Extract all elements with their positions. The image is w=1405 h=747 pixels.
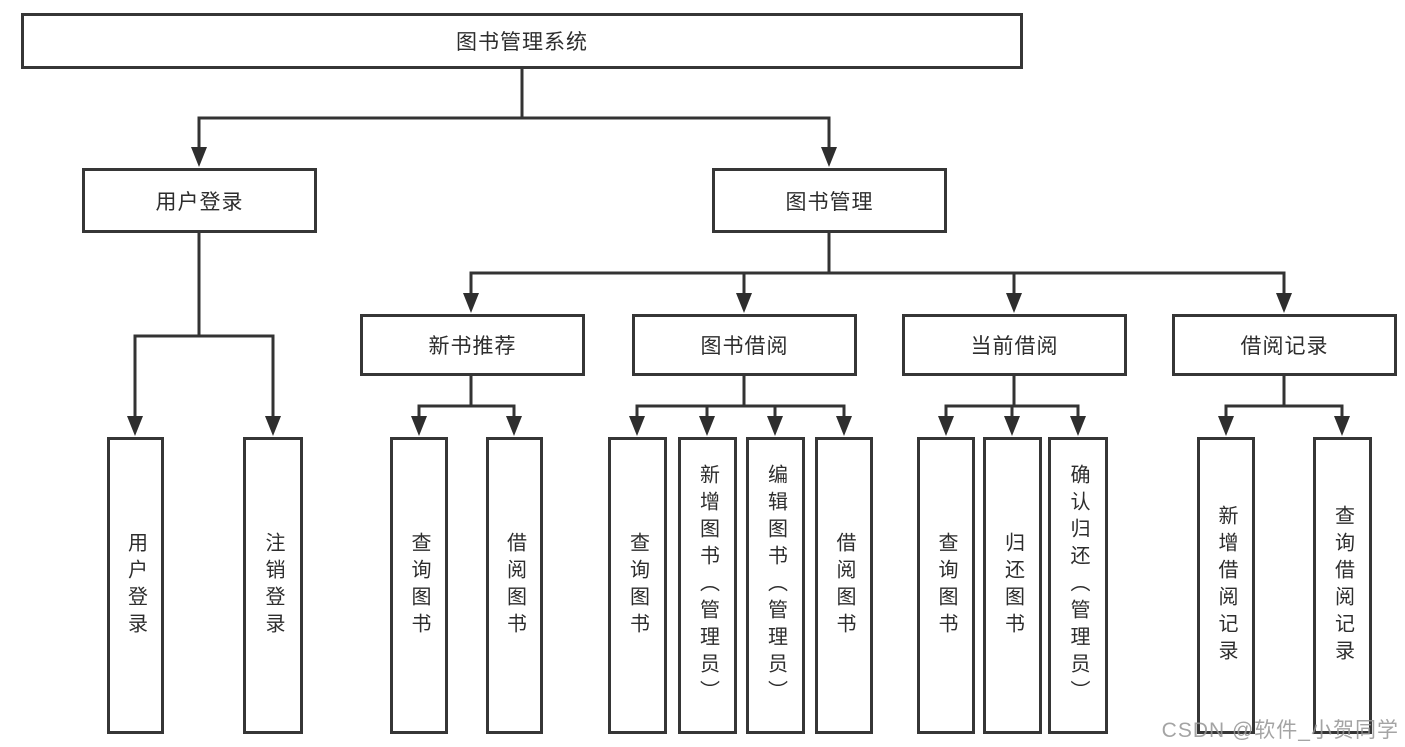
node-leaf-cb-confirm-label: 确认归还（管理员）	[1067, 464, 1089, 707]
node-leaf-bb-borrow-label: 借阅图书	[833, 531, 855, 640]
node-borrow-records: 借阅记录	[1172, 314, 1397, 376]
node-book-mgmt-label: 图书管理	[785, 190, 874, 214]
node-leaf-br-query-label: 查询借阅记录	[1331, 504, 1354, 667]
node-current-borrow: 当前借阅	[902, 314, 1127, 376]
connector-user-login-children	[127, 231, 281, 436]
node-leaf-nbr-query: 查询图书	[390, 437, 448, 734]
node-leaf-user-login: 用户登录	[107, 437, 164, 734]
node-leaf-bb-query-label: 查询图书	[626, 531, 649, 640]
connector-new-book-rec-children	[411, 373, 522, 436]
node-leaf-bb-edit: 编辑图书（管理员）	[746, 437, 805, 734]
node-leaf-bb-query: 查询图书	[608, 437, 667, 734]
node-leaf-cb-return: 归还图书	[983, 437, 1042, 734]
node-leaf-br-add-label: 新增借阅记录	[1215, 504, 1237, 667]
node-root: 图书管理系统	[21, 13, 1023, 69]
node-leaf-user-login-label: 用户登录	[124, 531, 147, 640]
node-book-borrow-label: 图书借阅	[700, 335, 789, 358]
node-leaf-cb-query: 查询图书	[917, 437, 975, 734]
node-leaf-br-query: 查询借阅记录	[1313, 437, 1372, 734]
node-root-label: 图书管理系统	[456, 31, 588, 54]
connector-root-to-level2	[191, 66, 837, 167]
node-leaf-cb-query-label: 查询图书	[935, 531, 957, 640]
node-leaf-logout: 注销登录	[243, 437, 303, 734]
node-leaf-nbr-borrow: 借阅图书	[486, 437, 543, 734]
connector-borrow-records-children	[1218, 373, 1350, 436]
connector-book-borrow-children	[629, 373, 852, 436]
node-book-mgmt: 图书管理	[712, 168, 947, 233]
node-leaf-cb-return-label: 归还图书	[1001, 531, 1024, 640]
node-new-book-rec: 新书推荐	[360, 314, 585, 376]
node-leaf-bb-edit-label: 编辑图书（管理员）	[764, 464, 787, 707]
node-current-borrow-label: 当前借阅	[970, 335, 1059, 358]
node-leaf-bb-borrow: 借阅图书	[815, 437, 873, 734]
node-borrow-records-label: 借阅记录	[1240, 335, 1329, 358]
node-user-login-label: 用户登录	[155, 190, 244, 214]
node-new-book-rec-label: 新书推荐	[428, 335, 517, 358]
node-leaf-nbr-query-label: 查询图书	[408, 531, 430, 640]
node-leaf-nbr-borrow-label: 借阅图书	[503, 531, 526, 640]
node-leaf-bb-add: 新增图书（管理员）	[678, 437, 737, 734]
connector-current-borrow-children	[938, 373, 1086, 436]
csdn-watermark: CSDN @软件_小贺同学	[1161, 719, 1399, 742]
node-book-borrow: 图书借阅	[632, 314, 857, 376]
node-leaf-logout-label: 注销登录	[262, 531, 284, 640]
node-leaf-cb-confirm: 确认归还（管理员）	[1048, 437, 1108, 734]
node-leaf-br-add: 新增借阅记录	[1197, 437, 1255, 734]
connector-book-mgmt-children	[463, 231, 1292, 313]
node-leaf-bb-add-label: 新增图书（管理员）	[696, 464, 719, 707]
node-user-login: 用户登录	[82, 168, 317, 233]
